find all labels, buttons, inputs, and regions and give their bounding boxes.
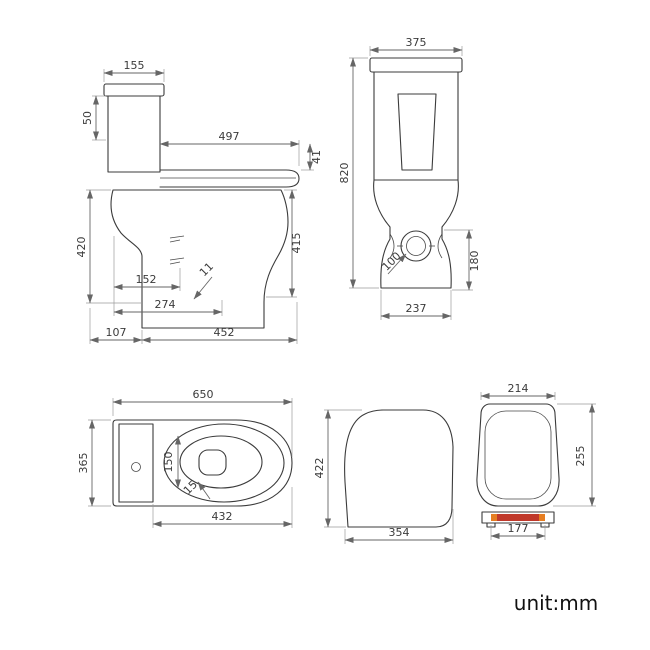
dim-label-375: 375 — [406, 36, 427, 49]
dim-tank-lid-width: 155 — [103, 59, 165, 82]
seat-top-view: 214 255 177 — [476, 382, 596, 540]
dim-base-length: 452 — [141, 302, 298, 344]
dim-label-214: 214 — [508, 382, 529, 395]
top-outline — [112, 419, 293, 507]
bowl-inner-curve-left — [389, 233, 395, 259]
dim-label-452: 452 — [214, 326, 235, 339]
tank-top-rect — [118, 423, 154, 503]
dim-label-15: 15 — [181, 478, 200, 497]
dim-seat-length: 255 — [553, 403, 596, 507]
dim-label-354: 354 — [389, 526, 410, 539]
dim-label-432: 432 — [212, 510, 233, 523]
flush-valve-shape — [397, 93, 437, 171]
dim-label-415: 415 — [290, 233, 303, 254]
hinge-accent-left — [491, 514, 497, 521]
dim-seat-length: 497 — [159, 130, 300, 166]
dim-label-155: 155 — [124, 59, 145, 72]
dim-label-255: 255 — [574, 446, 587, 467]
side-view: 155 50 497 41 420 415 — [75, 59, 323, 344]
dim-label-41: 41 — [310, 150, 323, 164]
dim-label-497: 497 — [219, 130, 240, 143]
hinge-bar — [481, 511, 555, 524]
hinge-assembly — [481, 511, 555, 528]
dim-hinge-width: 177 — [490, 522, 546, 540]
flush-button-circle — [131, 462, 141, 472]
drain-outer-circle — [400, 230, 432, 262]
dim-left-height: 420 — [75, 189, 142, 304]
dim-label-650: 650 — [193, 388, 214, 401]
dim-tank-width: 375 — [369, 36, 463, 56]
seat-lid-inner-line — [484, 410, 552, 500]
dim-label-365: 365 — [77, 453, 90, 474]
dim-opening-width: 150 — [162, 435, 181, 489]
dim-label-152: 152 — [136, 273, 157, 286]
dim-label-11: 11 — [197, 260, 216, 279]
unit-label: unit:mm — [514, 591, 598, 615]
dim-label-820: 820 — [338, 163, 351, 184]
dim-tank-top-height: 50 — [81, 95, 106, 141]
tank-lid — [103, 83, 165, 97]
dim-label-237: 237 — [406, 302, 427, 315]
dim-label-100: 100 — [380, 250, 404, 274]
dim-total-height: 820 — [338, 57, 379, 289]
dim-label-274: 274 — [155, 298, 176, 311]
hinge-red-bar — [497, 514, 539, 521]
bowl-profile — [110, 189, 289, 329]
dim-drain-diameter: 100 — [380, 250, 407, 275]
seat-profile — [159, 169, 300, 188]
dim-lid-height: 422 — [313, 409, 362, 528]
seat-lid-outline — [476, 403, 560, 507]
tank-body-front — [373, 71, 459, 181]
hinge-accent-right — [539, 514, 545, 521]
drain-inner-circle — [406, 236, 426, 256]
dim-trap-offset: 152 — [113, 236, 181, 316]
tank-body — [107, 95, 161, 173]
dim-bowl-length: 432 — [152, 487, 293, 528]
dim-seat-top-width: 214 — [480, 382, 556, 400]
dim-trap-wall: 11 — [193, 260, 216, 300]
dim-label-180: 180 — [468, 251, 481, 272]
dim-rim-gap: 15 — [181, 478, 211, 500]
dim-label-420: 420 — [75, 237, 88, 258]
dim-rear-offset: 107 — [89, 308, 143, 344]
bowl-front-profile — [373, 179, 459, 289]
dim-lid-depth: 354 — [344, 509, 454, 544]
dim-label-422: 422 — [313, 458, 326, 479]
dim-base-width: 237 — [380, 290, 452, 320]
dim-total-length: 650 — [112, 388, 293, 457]
dim-outlet-height: 180 — [444, 229, 481, 291]
water-surface-shape — [198, 449, 227, 476]
dim-total-width: 365 — [77, 419, 111, 507]
dim-seat-thickness: 41 — [301, 143, 323, 171]
seat-outer-oval — [163, 423, 285, 503]
dim-label-50: 50 — [81, 111, 94, 125]
bowl-inner-curve-right — [437, 233, 443, 259]
top-view: 650 365 150 15 432 — [77, 388, 293, 528]
tank-lid-front — [369, 57, 463, 73]
front-view: 375 820 100 180 237 — [338, 36, 481, 320]
dim-label-177: 177 — [508, 522, 529, 535]
dim-right-height: 415 — [266, 189, 303, 298]
section-marks — [169, 235, 185, 265]
dim-trap-center: 274 — [113, 298, 223, 316]
lid-side-view: 422 354 — [313, 409, 454, 544]
lid-side-profile — [344, 409, 454, 528]
dim-label-150: 150 — [162, 452, 175, 473]
dim-label-107: 107 — [106, 326, 127, 339]
